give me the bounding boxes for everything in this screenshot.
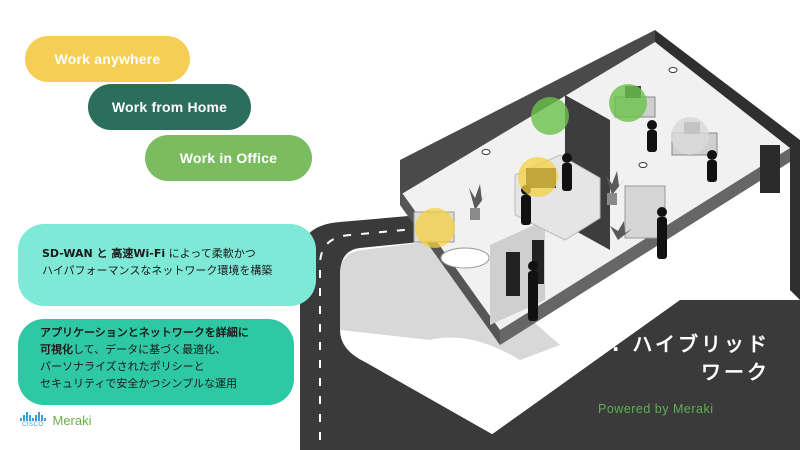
server-rack <box>760 145 780 193</box>
card2-line3: パーソナライズされたポリシーと <box>40 360 205 373</box>
card-sdwan-wifi: SD-WAN と 高速Wi-Fi によって柔軟かつ ハイパフォーマンスなネットワ… <box>18 224 316 306</box>
front-wall-right <box>500 148 790 345</box>
left-wall <box>400 30 655 195</box>
person-icons <box>521 120 717 321</box>
wifi-coverage-green-1 <box>531 97 569 135</box>
card2-line4: セキュリティで安全かつシンプルな運用 <box>40 377 238 390</box>
section-title-line1: 2. ハイブリッド <box>594 332 770 356</box>
card1-bold-sdwan: SD-WAN <box>42 247 93 260</box>
door-left <box>506 252 520 296</box>
powered-by-text: Powered by Meraki <box>598 402 714 416</box>
wifi-coverage-gray <box>671 117 709 155</box>
card2-line2: 可視化して、データに基づく最適化、 <box>40 341 294 358</box>
card1-line1: SD-WAN と 高速Wi-Fi によって柔軟かつ <box>42 245 316 262</box>
cisco-logo-icon: CISCO <box>20 412 46 428</box>
cisco-meraki-logo: CISCO Meraki <box>20 412 92 428</box>
wifi-coverage-green-2 <box>609 84 647 122</box>
pill-work-from-home: Work from Home <box>88 84 251 130</box>
meraki-word: Meraki <box>52 412 92 428</box>
card1-bold-wifi: 高速Wi-Fi <box>111 247 166 260</box>
section-title: 2. ハイブリッド ワーク <box>560 330 770 386</box>
card2-text-2: して、データに基づく最適化、 <box>73 343 227 356</box>
wifi-coverage-yellow-2 <box>518 157 558 197</box>
access-point-icons <box>481 67 678 168</box>
card2-bold-1: アプリケーションとネットワークを詳細に <box>40 326 249 339</box>
cisco-word: CISCO <box>21 422 44 428</box>
road <box>300 215 520 450</box>
pill-work-anywhere: Work anywhere <box>25 36 190 82</box>
card2-line1: アプリケーションとネットワークを詳細に <box>40 324 294 341</box>
wifi-coverage-yellow-1 <box>415 208 455 248</box>
section-title-line2: ワーク <box>701 360 770 384</box>
road-markings <box>319 227 426 440</box>
card2-bold-2: 可視化 <box>40 343 73 356</box>
card1-bold-and: と <box>92 247 112 260</box>
card1-line2: ハイパフォーマンスなネットワーク環境を構築 <box>42 264 273 277</box>
card1-text: によって柔軟かつ <box>165 247 256 260</box>
pill-work-in-office: Work in Office <box>145 135 312 181</box>
lounge-table <box>440 247 490 269</box>
card-visibility: アプリケーションとネットワークを詳細に 可視化して、データに基づく最適化、 パー… <box>18 319 294 405</box>
title-panel <box>470 300 800 450</box>
plant-icon <box>469 171 632 240</box>
